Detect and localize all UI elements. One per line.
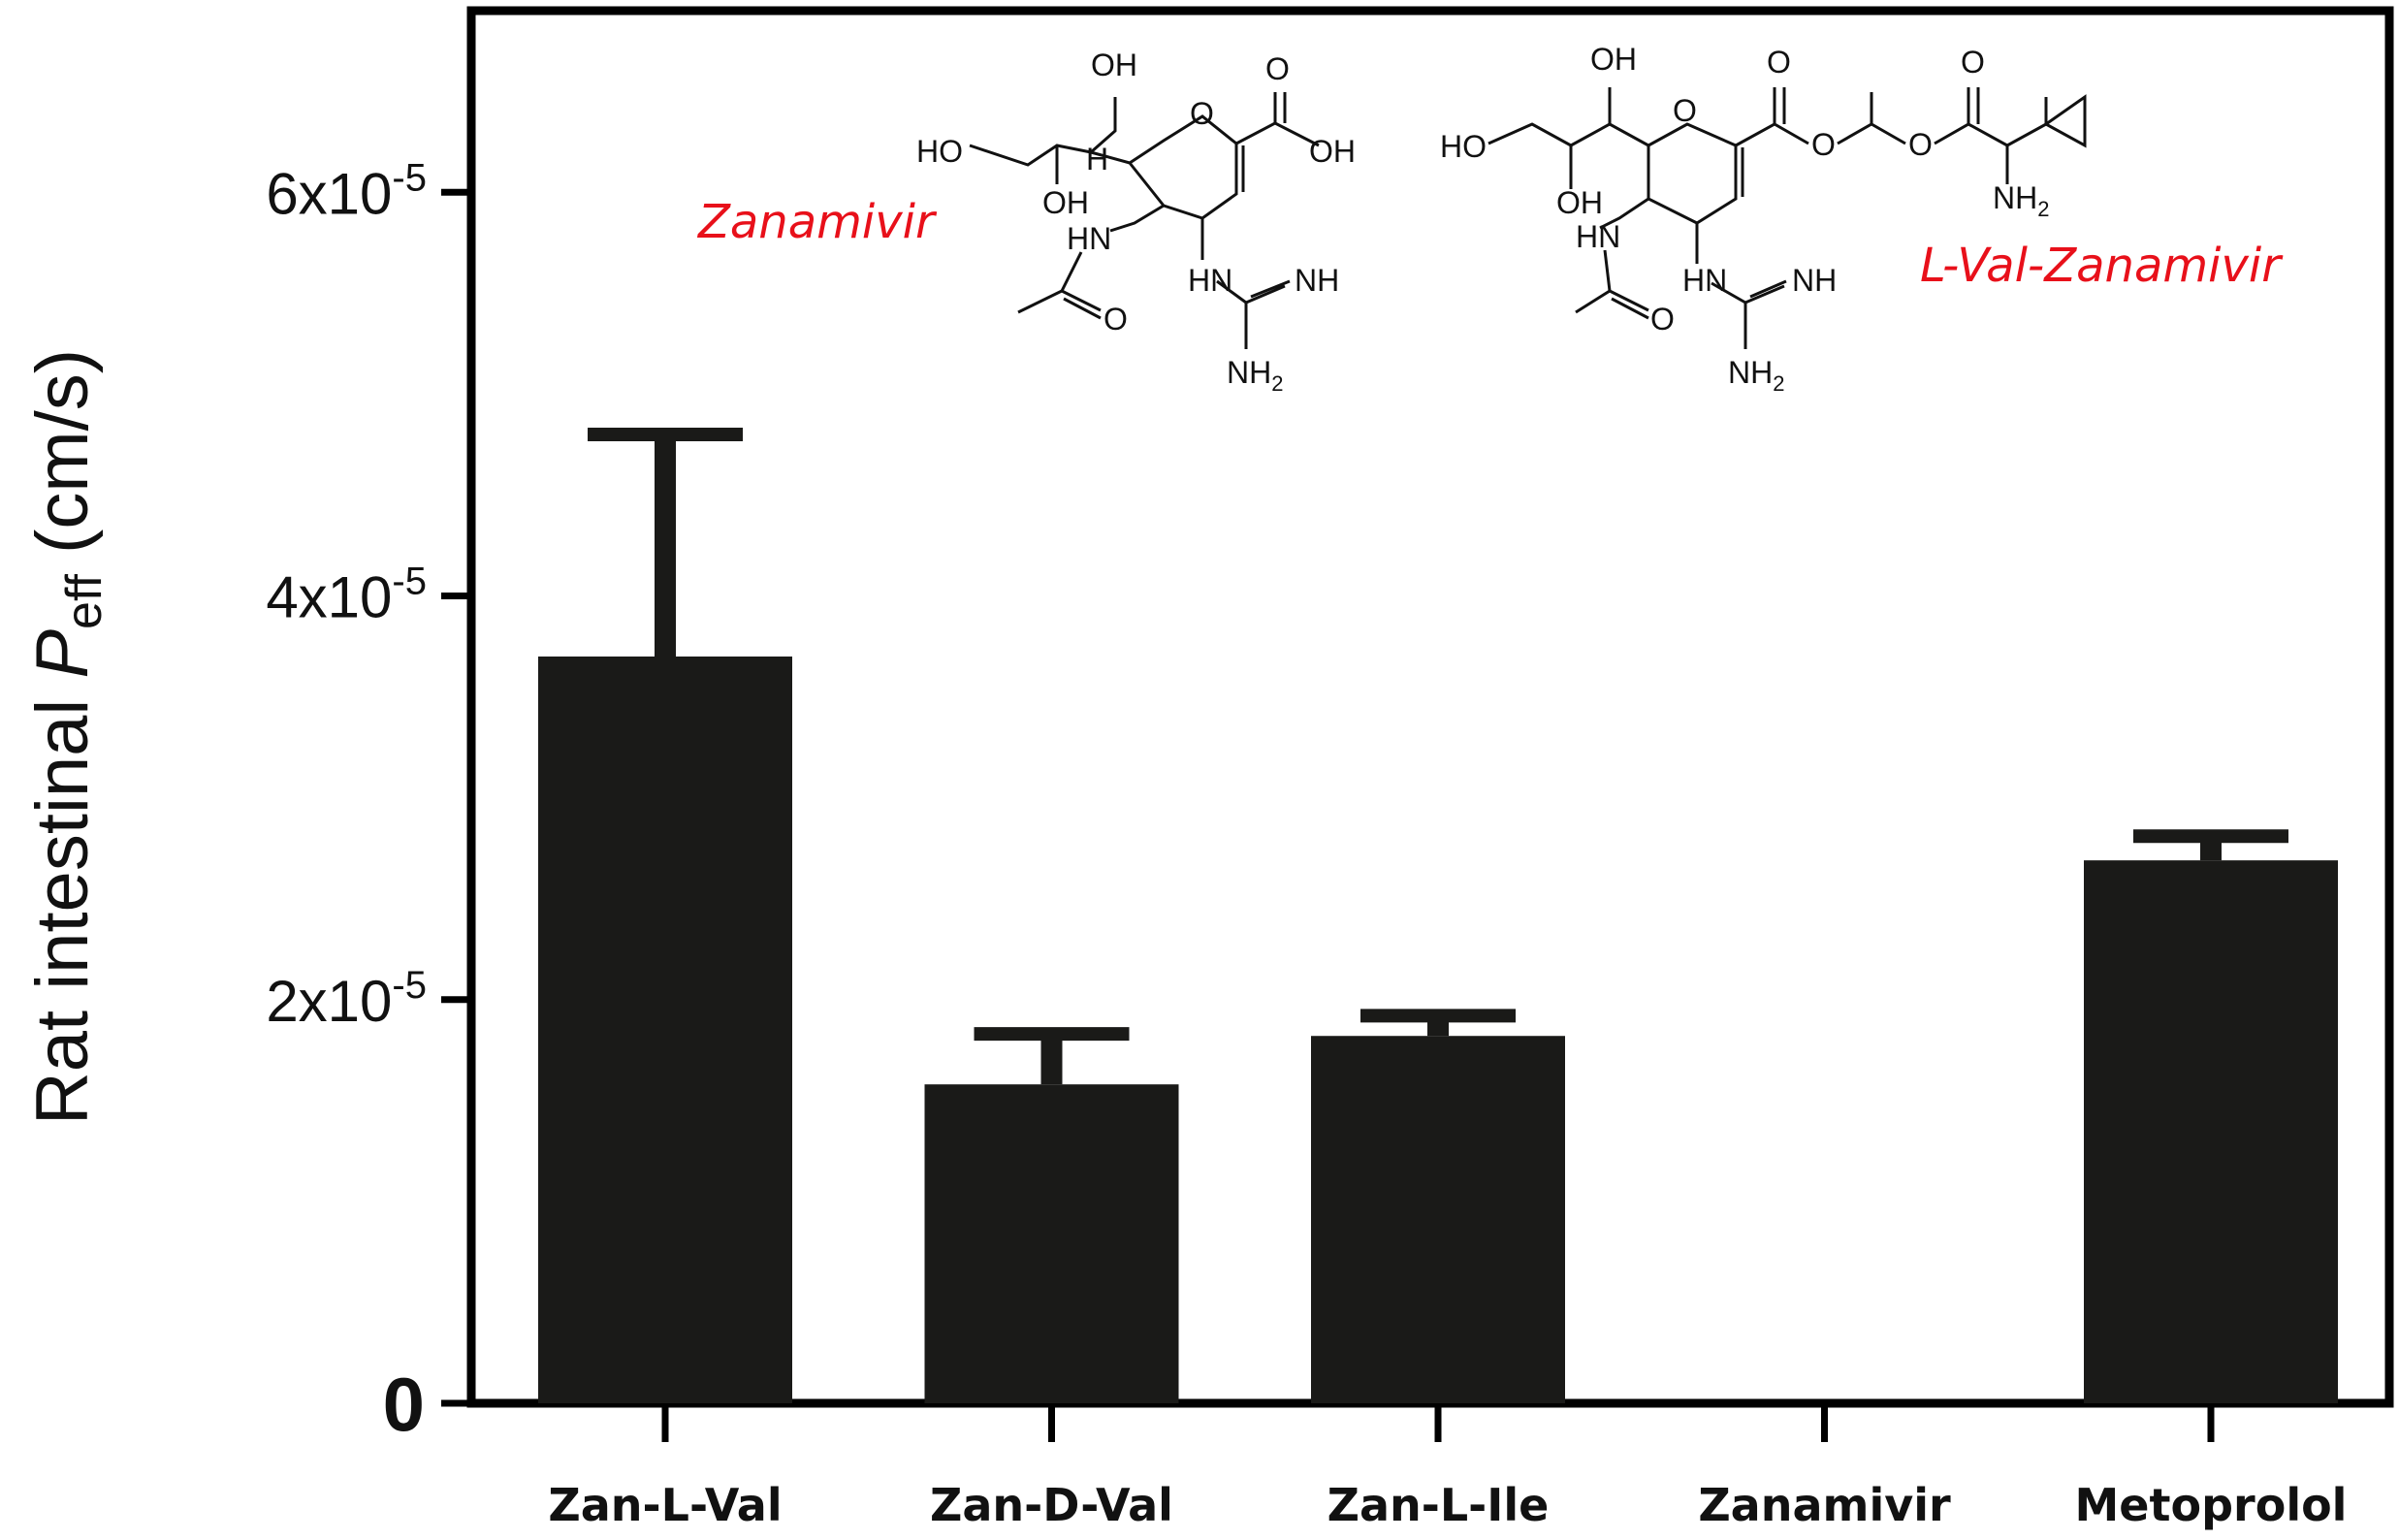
zanamivir-o-ring: O [1190,96,1214,131]
y-axis-label: Rat intestinal Peff (cm/s) [21,349,112,1125]
lval-o-ring: O [1673,93,1697,128]
y-tick-label: 4x10-5 [266,561,427,630]
lval-hn-guan: HN [1682,263,1727,298]
lval-ho-left: HO [1440,129,1487,164]
lval-o-link2: O [1908,127,1933,162]
lval-hn-amide: HN [1576,219,1620,254]
zanamivir-oh-acid: OH [1309,134,1356,169]
bar [1311,1036,1565,1403]
y-axis: 0 2x10-5 4x10-5 6x10-5 [266,156,471,1447]
lval-zanamivir-structure: OH HO O O O O O OH HN O HN NH NH2 NH2 L-… [1440,42,2284,396]
y-tick-label: 6x10-5 [266,156,427,226]
y-tick-label: 2x10-5 [266,964,427,1034]
zanamivir-o-amide: O [1104,302,1128,337]
lval-oh-top: OH [1590,42,1637,77]
zanamivir-oh-bottom: OH [1042,185,1089,220]
x-tick-label: Zanamivir [1698,1479,1951,1531]
x-tick-label: Zan-L-Val [548,1479,782,1531]
zanamivir-oh-top: OH [1091,48,1137,82]
bar [538,656,792,1403]
zanamivir-ho-left: HO [916,134,963,169]
zanamivir-h: H [1086,142,1108,176]
bars [538,428,2338,1403]
lval-nh2: NH2 [1728,355,1784,396]
lval-oh-bottom: OH [1556,185,1603,220]
zanamivir-hn-amide: HN [1067,221,1111,256]
zanamivir-o-acid: O [1265,51,1290,86]
lval-o-ester1: O [1767,45,1791,80]
zanamivir-nh2: NH2 [1227,355,1283,396]
x-tick-label: Metoprolol [2075,1479,2348,1531]
zanamivir-hn-guan: HN [1188,263,1232,298]
x-tick-label: Zan-D-Val [930,1479,1173,1531]
zanamivir-nh-imine: NH [1295,263,1339,298]
zanamivir-name: Zanamivir [696,195,938,249]
y-tick-label: 0 [383,1362,425,1447]
bar [924,1084,1179,1403]
lval-o-link: O [1811,127,1836,162]
lval-o-ester2: O [1961,45,1985,80]
zanamivir-structure: OH HO H O O OH OH HN O HN NH NH2 Zanamiv… [696,48,1356,396]
bar [2084,860,2338,1403]
lval-zanamivir-name: L-Val-Zanamivir [1920,239,2284,293]
x-axis: Zan-L-Val Zan-D-Val Zan-L-Ile Zanamivir Meto… [548,1403,2347,1531]
lval-nh2-valine: NH2 [1993,180,2049,221]
x-tick-label: Zan-L-Ile [1327,1479,1550,1531]
lval-o-amide: O [1650,302,1675,337]
lval-nh-imine: NH [1792,263,1837,298]
